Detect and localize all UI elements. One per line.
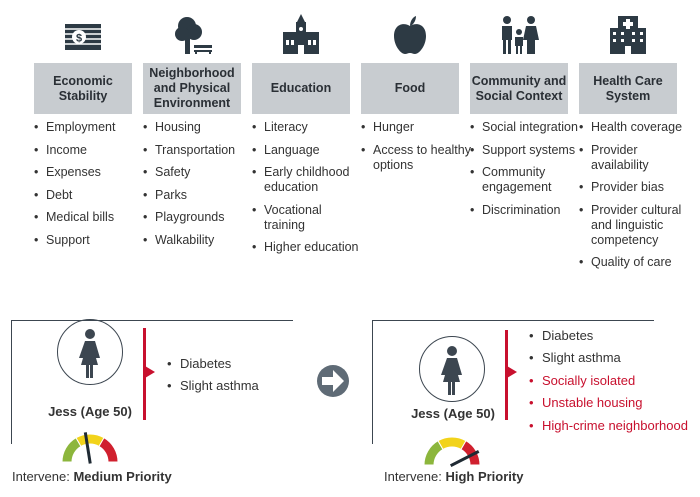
before-panel [11,320,293,444]
woman-icon [441,346,462,395]
category-item: Parks [143,188,255,203]
category-item: Quality of care [579,255,691,270]
gauge-medium-icon [61,432,119,464]
category-item: Housing [143,120,255,135]
intervene-high: Intervene: High Priority [384,469,523,484]
patient-name: Jess (Age 50) [48,404,132,419]
category-items: EmploymentIncomeExpensesDebtMedical bill… [34,120,146,255]
category-item: Walkability [143,233,255,248]
category-item: Provider bias [579,180,691,195]
intervene-medium: Intervene: Medium Priority [12,469,172,484]
gauge-segment [98,437,119,463]
category-item: Access to healthy options [361,143,473,173]
apple-icon [394,16,426,54]
category-items: LiteracyLanguageEarly childhood educatio… [252,120,364,263]
divider-line [143,328,146,420]
pointer-icon [145,366,155,378]
school-building-icon [283,14,319,54]
category-item: Hunger [361,120,473,135]
person-circle [419,336,485,402]
category-item: Higher education [252,240,364,255]
category-item: Early childhood education [252,165,364,195]
priority-label: High Priority [445,469,524,484]
priority-label: Medium Priority [73,469,172,484]
category-items: HousingTransportationSafetyParksPlaygrou… [143,120,255,255]
tree-bench-icon [175,17,212,54]
gauge-segment [460,440,481,466]
category-item: Provider cultural and linguistic compete… [579,203,691,248]
category-item: Provider availability [579,143,691,173]
category-header: Food [361,63,459,114]
category-header: Community and Social Context [470,63,568,114]
divider-line [505,330,508,420]
category-item: Employment [34,120,146,135]
category-item: Support [34,233,146,248]
money-stack-icon: $ [65,24,101,50]
woman-icon [79,329,100,378]
arrow-right-icon [317,365,349,397]
category-items: Health coverageProvider availabilityProv… [579,120,691,278]
after-panel [372,320,654,444]
risk-factor-item: Socially isolated [529,373,688,395]
pointer-icon [507,366,517,378]
category-item: Language [252,143,364,158]
family-icon [502,16,539,54]
category-item: Debt [34,188,146,203]
category-item: Medical bills [34,210,146,225]
category-item: Social integration [470,120,582,135]
condition-item: Diabetes [167,356,259,378]
category-item: Expenses [34,165,146,180]
condition-item: Slight asthma [529,350,688,372]
category-item: Vocational training [252,203,364,233]
category-header: Health Care System [579,63,677,114]
patient-name: Jess (Age 50) [411,406,495,421]
category-item: Support systems [470,143,582,158]
category-item: Health coverage [579,120,691,135]
risk-factor-item: Unstable housing [529,395,688,417]
category-item: Discrimination [470,203,582,218]
hospital-icon [610,16,646,54]
intervene-label: Intervene: [384,469,442,484]
category-header: Neighborhood and Physical Environment [143,63,241,114]
category-items: HungerAccess to healthy options [361,120,473,180]
category-item: Transportation [143,143,255,158]
intervene-label: Intervene: [12,469,70,484]
condition-item: Slight asthma [167,378,259,400]
category-header: Economic Stability [34,63,132,114]
category-header: Education [252,63,350,114]
person-circle [57,319,123,385]
category-item: Income [34,143,146,158]
category-item: Community engagement [470,165,582,195]
risk-factor-item: High-crime neighborhood [529,418,688,440]
gauge-needle [449,450,480,467]
before-conditions: Diabetes Slight asthma [167,356,259,401]
category-items: Social integrationSupport systemsCommuni… [470,120,582,225]
category-item: Playgrounds [143,210,255,225]
condition-item: Diabetes [529,328,688,350]
category-item: Literacy [252,120,364,135]
gauge-high-icon [423,436,481,467]
category-item: Safety [143,165,255,180]
svg-text:$: $ [76,33,82,45]
after-conditions: Diabetes Slight asthma Socially isolated… [529,328,688,440]
gauge-needle [83,432,92,464]
